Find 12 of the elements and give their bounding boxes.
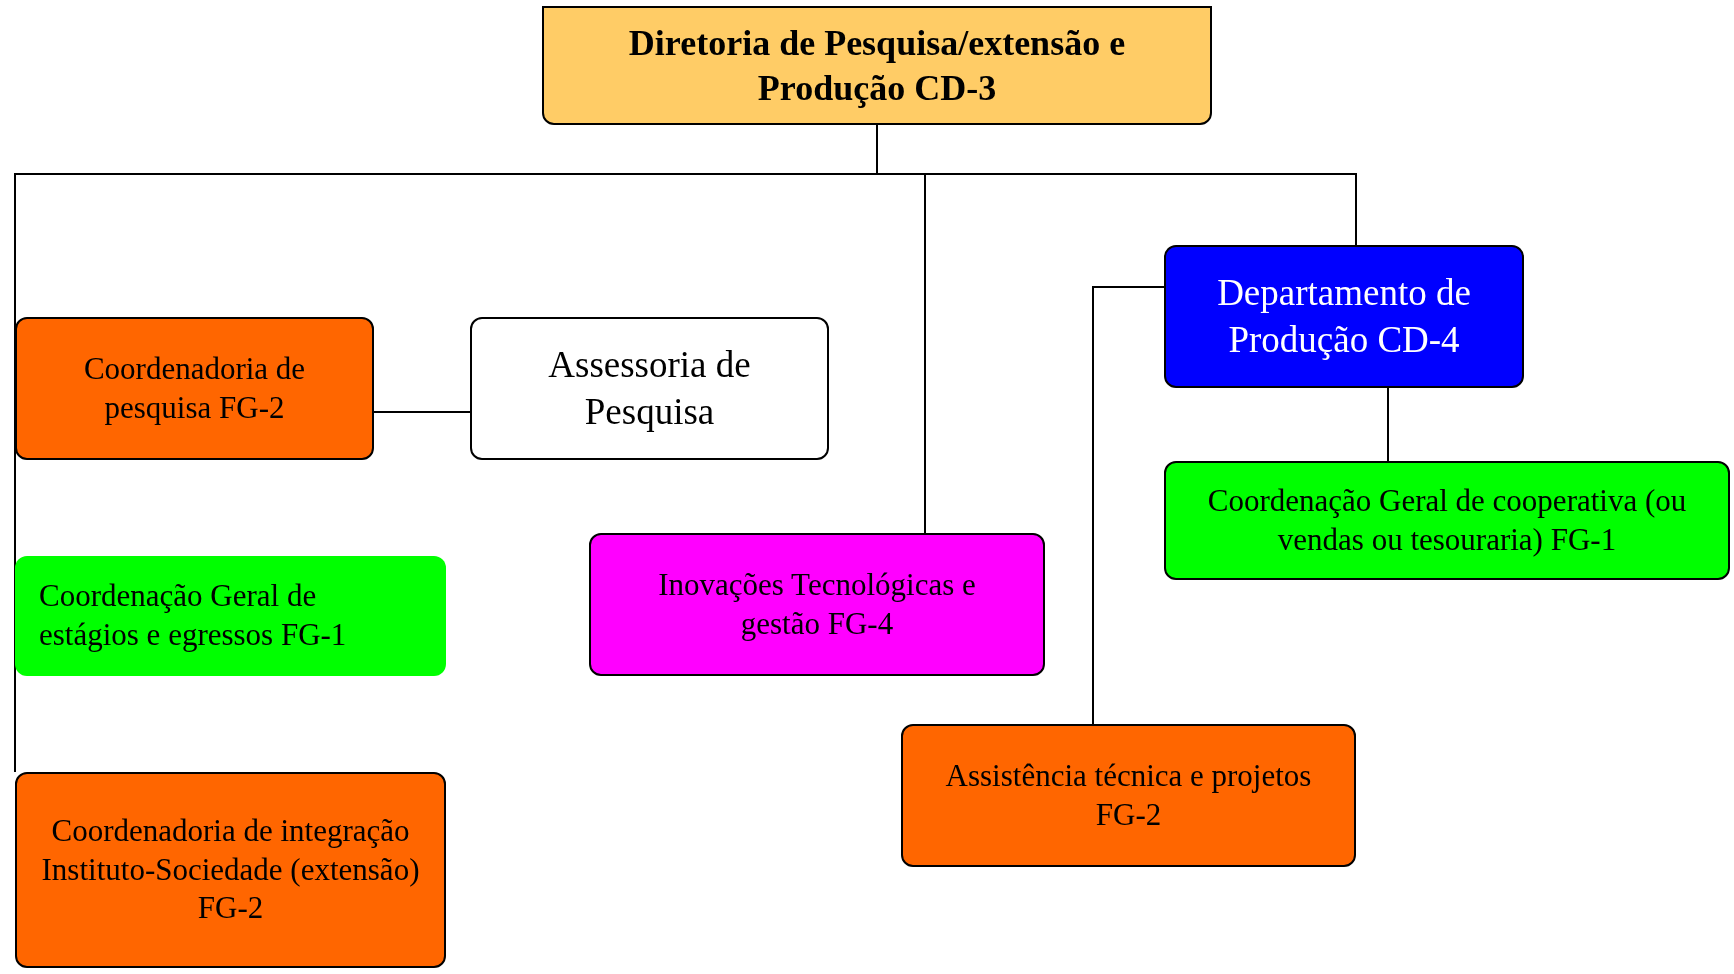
connector-line <box>1092 286 1165 725</box>
connector-line <box>1387 387 1389 462</box>
coordination-box: Coordenação Geral de cooperativa (ou vendas ou tesouraria) FG-1 <box>1164 461 1730 580</box>
assistance-box: Assistência técnica e projetos FG-2 <box>901 724 1356 867</box>
coordination-box: Coordenadoria de integração Instituto-Sociedade (extensão) FG-2 <box>15 772 446 968</box>
innovation-box: Inovações Tecnológicas e gestão FG-4 <box>589 533 1045 676</box>
advisory-box: Assessoria de Pesquisa <box>470 317 829 460</box>
coordination-box: Coordenação Geral de estágios e egressos FG-1 <box>15 556 446 676</box>
connector-line <box>373 411 471 413</box>
director-box: Diretoria de Pesquisa/extensão e Produção CD-3 <box>542 6 1212 125</box>
department-box: Departamento de Produção CD-4 <box>1164 245 1524 388</box>
coordination-box: Coordenadoria de pesquisa FG-2 <box>15 317 374 460</box>
